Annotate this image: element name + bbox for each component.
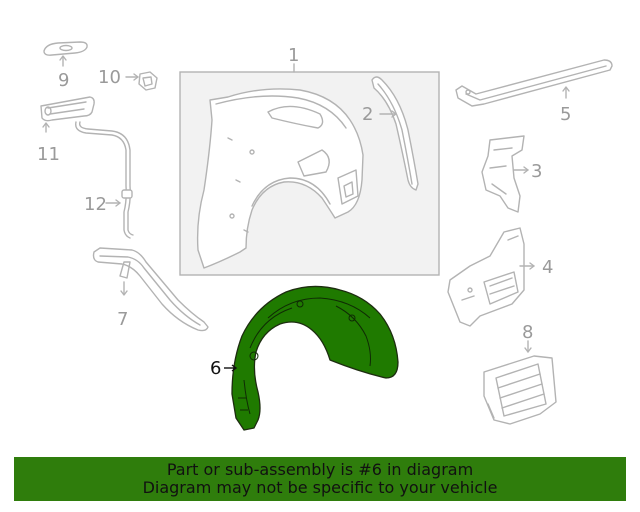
- banner-line-2: Diagram may not be specific to your vehi…: [142, 478, 498, 497]
- part-11-actuator[interactable]: [40, 96, 95, 133]
- callout-8: 8: [522, 322, 533, 343]
- callout-6: 6: [210, 358, 221, 379]
- part-3-bracket[interactable]: [481, 135, 529, 213]
- callout-5: 5: [560, 104, 571, 125]
- callout-12: 12: [84, 194, 107, 215]
- part-7-extension[interactable]: [92, 247, 209, 332]
- callout-11: 11: [37, 144, 60, 165]
- banner-line-1: Part or sub-assembly is #6 in diagram: [166, 460, 474, 479]
- part-1-quarter-panel[interactable]: [179, 71, 440, 276]
- leader-6-arrow: [231, 364, 238, 372]
- part-10-clip[interactable]: [125, 71, 158, 91]
- callout-10: 10: [98, 67, 121, 88]
- part-6-liner[interactable]: [231, 285, 399, 431]
- part-9-clip[interactable]: [43, 41, 88, 67]
- callout-7: 7: [117, 309, 128, 330]
- part-5-brace[interactable]: [455, 59, 613, 107]
- callout-9: 9: [58, 70, 69, 91]
- info-banner: Part or sub-assembly is #6 in diagram Di…: [14, 457, 626, 501]
- part-2-pillar[interactable]: [371, 76, 419, 191]
- callout-3: 3: [531, 161, 542, 182]
- part-4-inner-panel[interactable]: [447, 227, 535, 327]
- part-12-cable[interactable]: [75, 121, 134, 239]
- callout-4: 4: [542, 257, 553, 278]
- callout-1: 1: [288, 45, 299, 66]
- part-8-vent[interactable]: [483, 340, 557, 425]
- callout-2: 2: [362, 104, 373, 125]
